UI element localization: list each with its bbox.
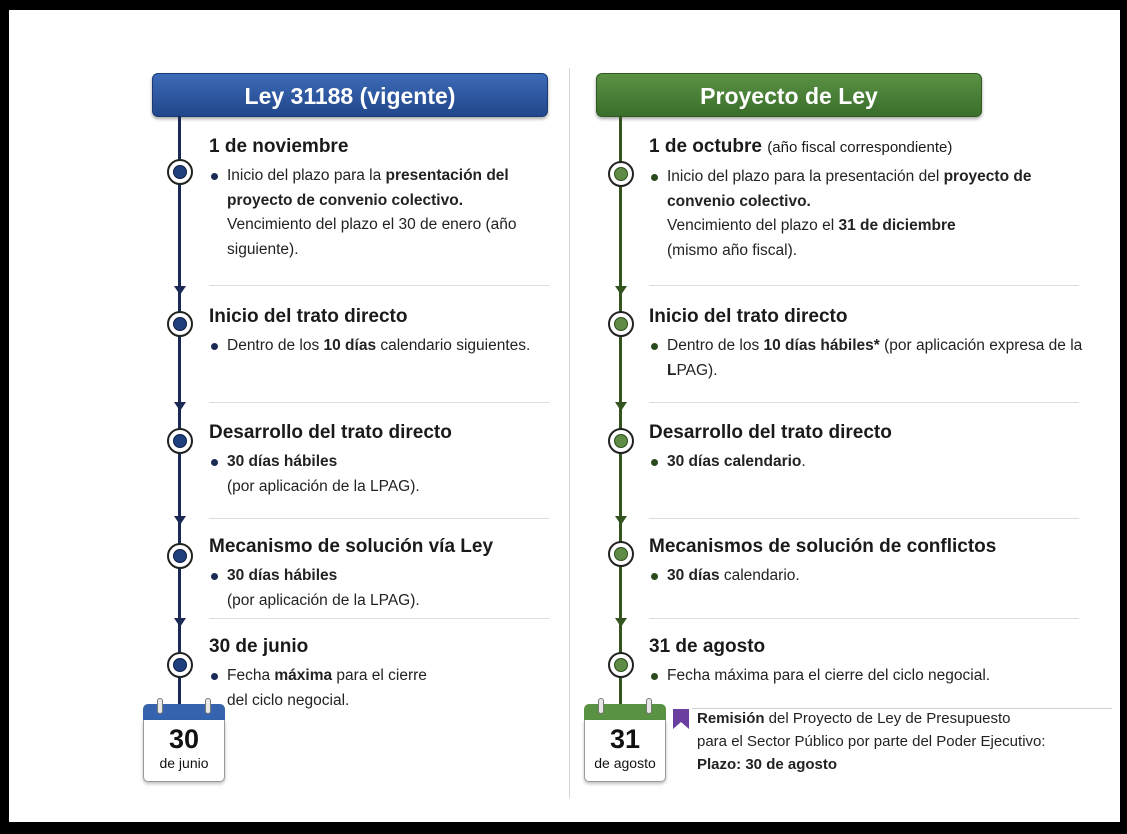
step-title: Inicio del trato directo [649, 306, 848, 327]
step-title: Mecanismo de solución vía Ley [209, 536, 494, 557]
arrow-down-icon [614, 618, 627, 627]
timeline-node [608, 541, 634, 567]
arrow-down-icon [173, 618, 186, 627]
header-proyecto-ley: Proyecto de Ley [596, 73, 982, 117]
step-4: Mecanismos de solución de conflictos 30 … [649, 535, 1089, 589]
column-divider [569, 68, 570, 798]
timeline-node [608, 161, 634, 187]
calendar-month: de agosto [594, 755, 656, 771]
step-text: 30 días calendario. [667, 453, 806, 470]
step-text: 30 días hábiles(por aplicación de la LPA… [227, 567, 420, 609]
step-3: Desarrollo del trato directo 30 días háb… [209, 421, 549, 499]
step-title: 30 de junio [209, 636, 309, 657]
bullet-icon [211, 573, 218, 580]
step-2: Inicio del trato directo Dentro de los 1… [649, 305, 1089, 383]
step-title: 1 de octubre (año fiscal correspondiente… [649, 135, 1089, 160]
timeline-node [167, 428, 193, 454]
step-text: Dentro de los 10 días hábiles* (por apli… [667, 337, 1083, 379]
step-body: 30 días hábiles(por aplicación de la LPA… [209, 564, 549, 613]
calendar-day: 30 [168, 724, 200, 754]
step-text: Fecha máxima para el cierre del ciclo ne… [667, 667, 991, 684]
step-title: Desarrollo del trato directo [649, 422, 892, 443]
step-title: Desarrollo del trato directo [209, 422, 452, 443]
step-1: 1 de octubre (año fiscal correspondiente… [649, 135, 1089, 263]
step-body: Fecha máxima para el cierre del ciclo ne… [649, 664, 1089, 689]
step-title-text: 1 de octubre [649, 136, 762, 157]
remision-note: Remisión del Proyecto de Ley de Presupue… [677, 707, 1117, 776]
timeline-node [608, 652, 634, 678]
calendar-month: de junio [159, 755, 209, 771]
header-ley-vigente: Ley 31188 (vigente) [152, 73, 548, 117]
step-title-suffix: (año fiscal correspondiente) [767, 139, 953, 156]
bullet-icon [211, 459, 218, 466]
step-text: Inicio del plazo para la presentación de… [227, 167, 517, 258]
step-body: 30 días hábiles(por aplicación de la LPA… [209, 450, 549, 499]
arrow-down-icon [173, 286, 186, 295]
timeline-node [167, 159, 193, 185]
divider [649, 618, 1079, 619]
note-divider [692, 708, 1112, 709]
step-text: Inicio del plazo para la presentación de… [667, 168, 1032, 259]
step-body: Inicio del plazo para la presentación de… [209, 164, 549, 262]
step-body: 30 días calendario. [649, 450, 1089, 475]
bullet-icon [211, 173, 218, 180]
infographic-frame: Ley 31188 (vigente) 1 de noviembre Inici… [9, 10, 1120, 822]
timeline-node [167, 543, 193, 569]
bullet-icon [651, 343, 658, 350]
divider [209, 618, 549, 619]
bullet-icon [211, 673, 218, 680]
timeline-node [608, 428, 634, 454]
divider [649, 285, 1079, 286]
step-2: Inicio del trato directo Dentro de los 1… [209, 305, 549, 359]
calendar-day: 31 [609, 724, 641, 754]
step-text: Dentro de los 10 días calendario siguien… [227, 337, 531, 354]
calendar-icon-31-agosto: 31 de agosto [584, 698, 666, 784]
step-title: 1 de noviembre [209, 136, 349, 157]
timeline-node [608, 311, 634, 337]
bullet-icon [651, 573, 658, 580]
timeline-node [167, 652, 193, 678]
arrow-down-icon [173, 402, 186, 411]
timeline-node [167, 311, 193, 337]
bullet-icon [211, 343, 218, 350]
step-body: Dentro de los 10 días calendario siguien… [209, 334, 549, 359]
step-3: Desarrollo del trato directo 30 días cal… [649, 421, 1089, 475]
step-body: Dentro de los 10 días hábiles* (por apli… [649, 334, 1089, 383]
step-1: 1 de noviembre Inicio del plazo para la … [209, 135, 549, 262]
step-body: Inicio del plazo para la presentación de… [649, 165, 1089, 263]
step-title: Inicio del trato directo [209, 306, 408, 327]
calendar-icon-30-junio: 30 de junio [143, 698, 225, 784]
step-body: 30 días calendario. [649, 564, 1089, 589]
step-title: 31 de agosto [649, 636, 766, 657]
step-text: 30 días calendario. [667, 567, 800, 584]
timeline-line [178, 116, 181, 706]
arrow-down-icon [173, 516, 186, 525]
divider [209, 402, 549, 403]
divider [209, 518, 549, 519]
arrow-down-icon [614, 516, 627, 525]
step-4: Mecanismo de solución vía Ley 30 días há… [209, 535, 549, 613]
note-text: Remisión del Proyecto de Ley de Presupue… [697, 710, 1046, 773]
divider [649, 518, 1079, 519]
divider [209, 285, 549, 286]
bullet-icon [651, 174, 658, 181]
bullet-icon [651, 673, 658, 680]
step-5: 31 de agosto Fecha máxima para el cierre… [649, 635, 1089, 689]
bookmark-flag-icon [673, 709, 689, 729]
step-title: Mecanismos de solución de conflictos [649, 536, 997, 557]
arrow-down-icon [614, 286, 627, 295]
divider [649, 402, 1079, 403]
step-text: 30 días hábiles(por aplicación de la LPA… [227, 453, 420, 495]
timeline-line [619, 116, 622, 706]
arrow-down-icon [614, 402, 627, 411]
bullet-icon [651, 459, 658, 466]
